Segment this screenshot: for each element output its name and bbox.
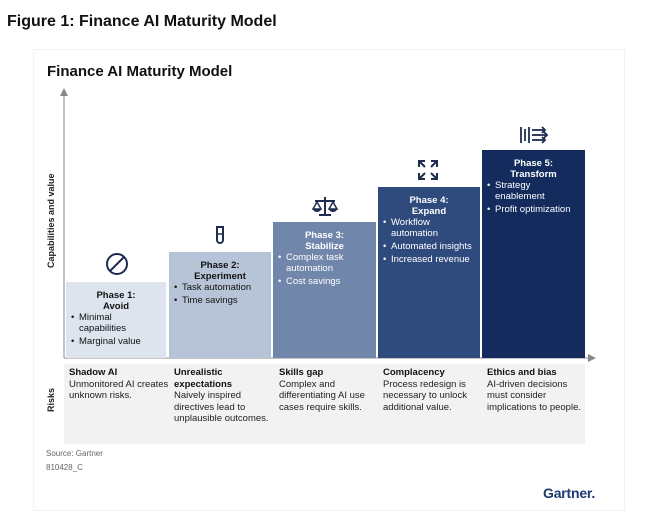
figure-title: Figure 1: Finance AI Maturity Model	[7, 13, 277, 30]
phase-title-2: Phase 2: Experiment	[194, 260, 246, 282]
brand-name: Gartner	[543, 485, 592, 501]
phase-items-3: Complex task automationCost savings	[278, 252, 371, 289]
phase-item: Strategy enablement	[487, 180, 580, 202]
y-axis-arrow	[60, 88, 68, 96]
phase-item: Time savings	[174, 295, 266, 306]
phase-title-1: Phase 1: Avoid	[96, 290, 136, 312]
phase-items-2: Task automationTime savings	[174, 282, 266, 308]
phase-item: Profit optimization	[487, 204, 580, 215]
phase-items-5: Strategy enablementProfit optimization	[487, 180, 580, 217]
phase-item: Task automation	[174, 282, 266, 293]
figure-id: 810428_C	[46, 463, 83, 472]
risk-description: Unmonitored AI creates unknown risks.	[69, 378, 169, 402]
risks-label: Risks	[46, 387, 56, 412]
balance-scale-icon	[311, 194, 339, 225]
source-note: Source: Gartner	[46, 449, 103, 458]
phase-title-4: Phase 4: Expand	[409, 195, 449, 217]
risk-title: Shadow AI	[69, 367, 118, 378]
risk-description: Naively inspired directives lead to unpl…	[174, 390, 269, 424]
phase-title-3: Phase 3: Stabilize	[304, 230, 345, 252]
test-tube-icon	[207, 223, 233, 254]
phase-item: Cost savings	[278, 276, 371, 287]
prohibited-circle-icon	[104, 251, 130, 282]
risk-description: AI-driven decisions must consider implic…	[487, 378, 581, 413]
risk-description: Complex and differentiating AI use cases…	[279, 378, 365, 413]
x-axis-arrow	[588, 354, 596, 362]
phase-item: Increased revenue	[383, 254, 475, 265]
phase-items-4: Workflow automationAutomated insightsInc…	[383, 217, 475, 267]
risk-title: Skills gap	[279, 367, 324, 378]
phase-bar-3	[273, 222, 376, 358]
expand-arrows-icon	[416, 158, 440, 187]
y-axis-label: Capabilities and value	[46, 173, 56, 268]
phase-title-5: Phase 5: Transform	[510, 158, 557, 180]
phase-items-1: Minimal capabilitiesMarginal value	[71, 312, 161, 349]
risks-band	[64, 364, 585, 444]
phase-item: Workflow automation	[383, 217, 475, 239]
phase-bar-4	[378, 187, 480, 358]
phase-item: Automated insights	[383, 241, 475, 252]
risk-title: Ethics and bias	[487, 367, 557, 378]
transform-arrows-icon	[518, 124, 550, 151]
phase-item: Minimal capabilities	[71, 312, 161, 334]
brand-mark: .	[591, 485, 596, 501]
phase-item: Complex task automation	[278, 252, 371, 274]
chart-title: Finance AI Maturity Model	[47, 63, 233, 80]
risk-title: Complacency	[383, 367, 445, 378]
phase-item: Marginal value	[71, 336, 161, 347]
risk-title: Unrealistic expectations	[174, 367, 233, 390]
gartner-logo: Gartner.	[543, 485, 595, 501]
risk-description: Process redesign is necessary to unlock …	[383, 378, 467, 413]
